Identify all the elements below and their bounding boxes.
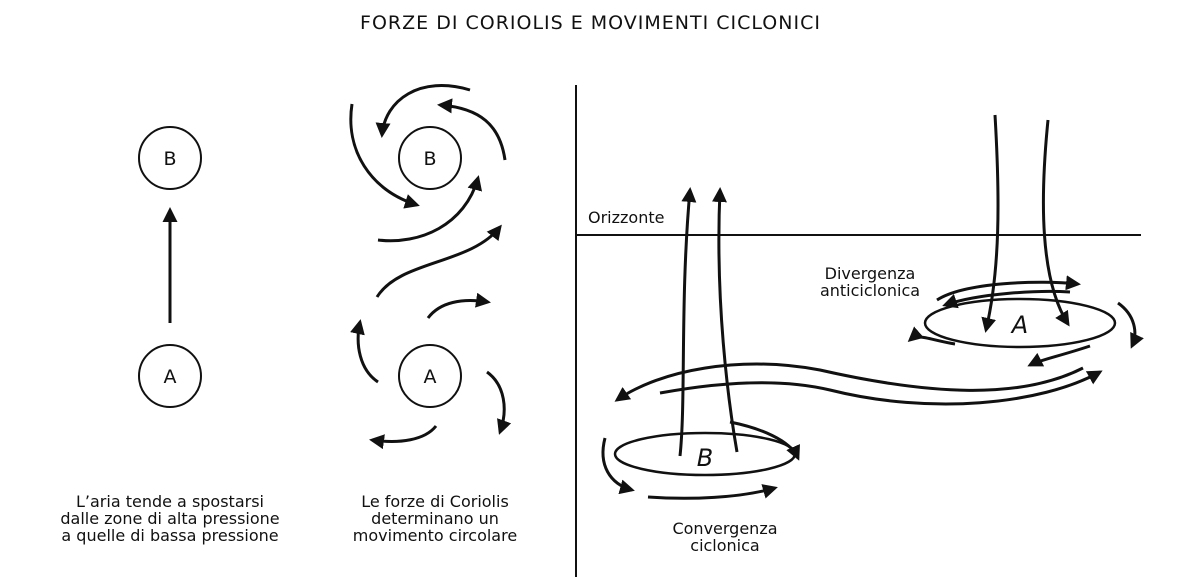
low-pressure-symbol-2: B — [423, 148, 436, 170]
low-pressure-circle — [138, 126, 202, 190]
high-pressure-symbol: A — [164, 366, 177, 388]
diagram-title: FORZE DI CORIOLIS E MOVIMENTI CICLONICI — [360, 12, 821, 34]
anticyclone-outflow-4 — [907, 326, 956, 346]
outflow-arrow-1 — [426, 292, 491, 319]
connecting-band-inner — [659, 370, 1103, 406]
outflow-arrow-4 — [369, 424, 438, 450]
high-pressure-circle — [138, 344, 202, 408]
low-pressure-symbol: B — [163, 148, 176, 170]
panel2-caption-line3: movimento circolare — [352, 526, 518, 545]
panel-pressure-gradient: B A — [138, 126, 202, 408]
swirl-arrow-4 — [377, 175, 483, 243]
horizon-label: Orizzonte — [588, 208, 665, 227]
anticyclone-label: Divergenza anticiclonica — [795, 265, 945, 299]
cyclone-inflow-1 — [729, 420, 800, 461]
high-pressure-symbol-2: A — [424, 366, 437, 388]
cyclone-symbol: B — [697, 444, 713, 472]
anticyclone-downdraft-right — [1041, 119, 1070, 327]
swirl-arrow-5 — [375, 224, 502, 298]
panel2-caption-line1: Le forze di Coriolis — [361, 492, 509, 511]
panel-coriolis-rotation: B A — [349, 84, 512, 450]
panel1-caption-line3: a quelle di bassa pressione — [61, 526, 279, 545]
cyclone-label: Convergenza ciclonica — [650, 520, 800, 554]
anticyclone-label-line1: Divergenza — [824, 264, 916, 283]
cyclone-inflow-2 — [601, 437, 635, 495]
panel1-caption-line2: dalle zone di alta pressione — [60, 509, 280, 528]
anticyclone-outflow-3 — [1117, 301, 1144, 349]
connecting-band-outer — [614, 362, 1084, 402]
anticyclone-ellipse — [923, 297, 1117, 349]
panel2-caption-line2: determinano un — [371, 509, 499, 528]
cyclone-updraft-left — [678, 187, 697, 457]
anticyclone-outflow-1 — [942, 289, 1071, 309]
panel2-caption: Le forze di Coriolis determinano un movi… — [320, 493, 550, 544]
low-pressure-circle-2 — [398, 126, 462, 190]
outflow-arrow-2 — [350, 319, 379, 384]
cyclone-inflow-3 — [647, 484, 778, 500]
panel1-caption: L’aria tende a spostarsi dalle zone di a… — [20, 493, 320, 544]
anticyclone-downdraft-left — [981, 114, 1000, 333]
panel1-caption-line1: L’aria tende a spostarsi — [75, 492, 264, 511]
outflow-arrow-3 — [486, 370, 512, 435]
swirl-arrow-1 — [349, 103, 420, 209]
anticyclone-outflow-2 — [936, 275, 1081, 302]
anticyclone-symbol: A — [1010, 311, 1028, 339]
swirl-arrow-2 — [375, 84, 471, 138]
panel-cyclonic-movements: B A — [575, 85, 1144, 577]
swirl-arrow-3 — [437, 98, 507, 161]
cyclone-label-line2: ciclonica — [690, 536, 760, 555]
anticyclone-outflow-5 — [1027, 344, 1091, 367]
anticyclone-label-line2: anticiclonica — [819, 281, 921, 300]
high-pressure-circle-2 — [398, 344, 462, 408]
cyclone-updraft-right — [711, 187, 739, 453]
cyclone-label-line1: Convergenza — [672, 519, 778, 538]
